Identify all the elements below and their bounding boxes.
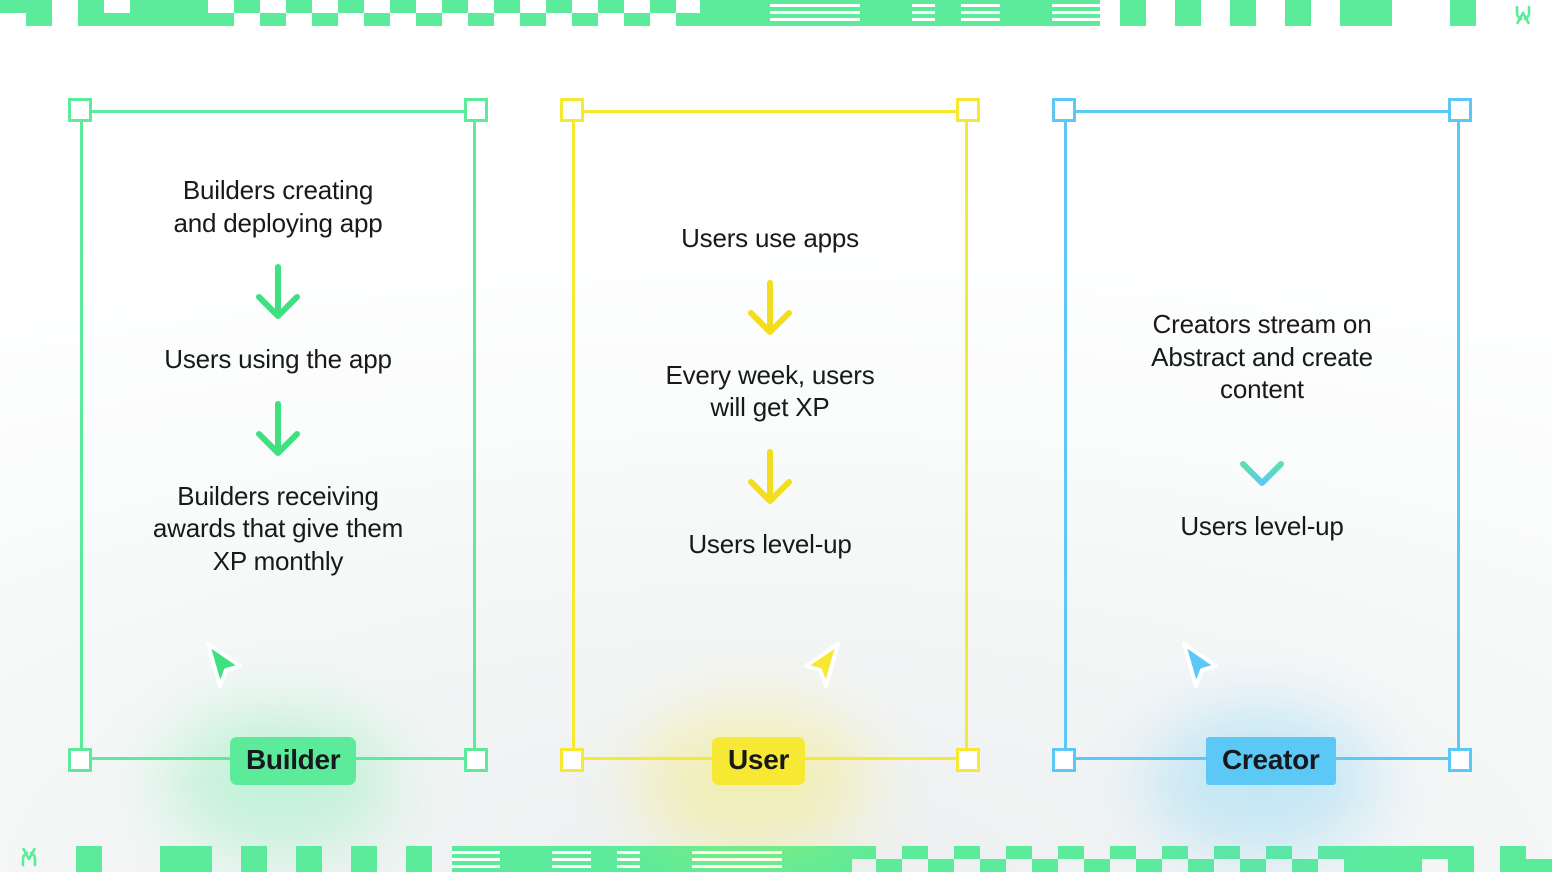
role-badge-builder[interactable]: Builder [230,737,357,785]
abstract-logo-icon-bottom [14,843,44,871]
resize-handle-top-left[interactable] [1052,98,1076,122]
resize-handle-bottom-left[interactable] [560,748,584,772]
resize-handle-bottom-right[interactable] [1448,748,1472,772]
resize-handle-top-right[interactable] [1448,98,1472,122]
arrow-down-icon [743,446,797,508]
resize-handle-bottom-right[interactable] [956,748,980,772]
arrow-down-icon [1235,428,1289,490]
cursor-pointer-icon [1176,640,1228,698]
resize-handle-top-left[interactable] [68,98,92,122]
top-decoration-bar [0,0,1552,26]
cursor-pointer-icon [200,640,252,698]
resize-handle-bottom-left[interactable] [1052,748,1076,772]
role-badge-user[interactable]: User [712,737,806,785]
flow-step: Creators stream on Abstract and create c… [1151,309,1373,404]
abstract-logo-icon [1508,1,1538,29]
flow-step: Users using the app [164,344,392,374]
resize-handle-top-left[interactable] [560,98,584,122]
column-frame [572,110,968,760]
flow-step: Users use apps [681,223,859,253]
resize-handle-top-right[interactable] [464,98,488,122]
arrow-down-icon [743,277,797,339]
resize-handle-bottom-right[interactable] [464,748,488,772]
resize-handle-bottom-left[interactable] [68,748,92,772]
flow-step: Users level-up [688,528,852,559]
role-badge-creator[interactable]: Creator [1206,737,1336,785]
frame-rail-top [1064,110,1460,113]
frame-rail-top [80,110,476,113]
flow-step: Users level-up [1180,510,1344,541]
cursor-pointer-icon [794,640,846,698]
column-user[interactable]: Users use apps Every week, users will ge… [560,98,980,856]
flow-step: Every week, users will get XP [665,359,875,423]
column-builder[interactable]: Builders creating and deploying app User… [68,98,488,856]
column-frame [80,110,476,760]
frame-rail-top [572,110,968,113]
arrow-down-icon [251,261,305,323]
resize-handle-top-right[interactable] [956,98,980,122]
bottom-decoration-bar [0,846,1552,872]
column-creator[interactable]: Creators stream on Abstract and create c… [1052,98,1472,856]
flow-step: Builders creating and deploying app [173,175,383,238]
flow-step: Builders receiving awards that give them… [152,480,404,576]
column-frame [1064,110,1460,760]
arrow-down-icon [251,398,305,460]
